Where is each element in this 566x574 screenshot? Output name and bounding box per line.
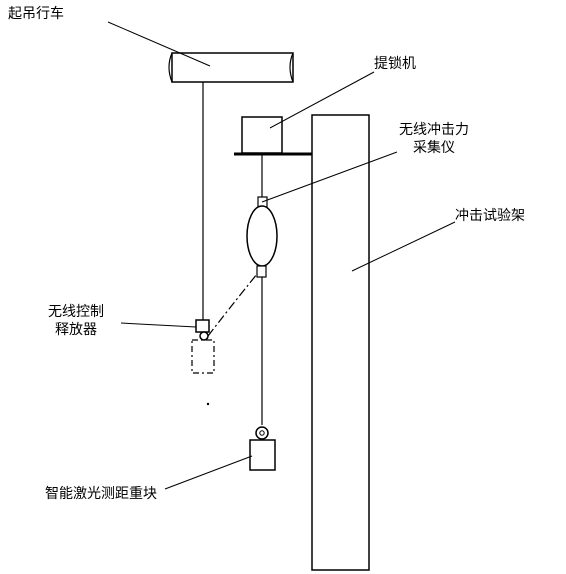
label-hoist: 提锁机	[374, 56, 416, 72]
release-hook	[199, 331, 209, 341]
leader-lines	[107, 21, 456, 490]
impact-sensor	[246, 205, 278, 267]
crane-beam	[168, 52, 294, 83]
label-release-line2: 释放器	[55, 322, 97, 338]
label-sensor-line1: 无线冲击力	[399, 122, 469, 138]
weight-hook	[255, 426, 269, 440]
release-swing-path	[207, 273, 258, 337]
leader-frame	[351, 221, 456, 272]
label-test-frame: 冲击试验架	[455, 208, 525, 224]
dot-mark	[206, 402, 210, 406]
leader-sensor	[261, 151, 398, 203]
label-weight: 智能激光测距重块	[45, 485, 157, 502]
laser-weight	[249, 439, 276, 471]
label-crane: 起吊行车	[8, 5, 64, 22]
test-frame-column	[311, 114, 370, 571]
label-release-line1: 无线控制	[48, 304, 104, 320]
wireless-release-device	[195, 319, 210, 333]
leader-weight	[164, 455, 253, 490]
leader-release	[120, 322, 197, 328]
label-sensor-line2: 采集仪	[413, 139, 455, 156]
weight-hook-inner	[259, 430, 265, 436]
sensor-bottom-connector	[256, 265, 267, 278]
leader-crane	[107, 21, 211, 67]
hoist-box	[241, 116, 283, 154]
weight-ghost	[191, 339, 215, 374]
leader-hoist	[269, 71, 375, 129]
